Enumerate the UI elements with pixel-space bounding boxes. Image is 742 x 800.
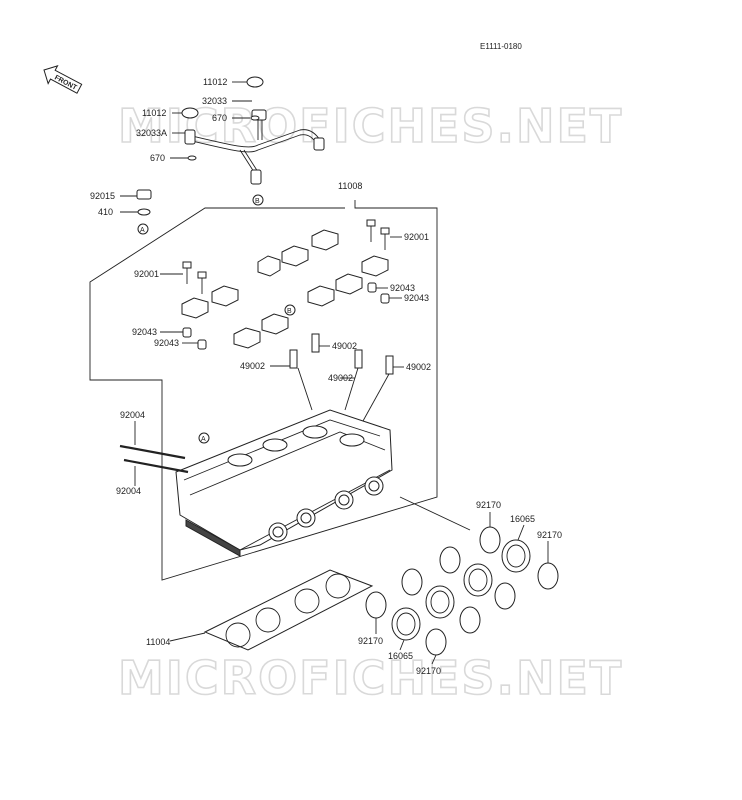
label-92043-r2: 92043: [404, 293, 429, 303]
label-32033a: 32033A: [136, 128, 167, 138]
ref-b-marker-top: [252, 194, 264, 206]
label-92004-bottom: 92004: [116, 486, 141, 496]
dowel-92043-l2: [197, 339, 207, 350]
label-11008: 11008: [338, 181, 362, 191]
label-92015: 92015: [90, 191, 115, 201]
label-16065-top: 16065: [510, 514, 535, 524]
leader-lines: [120, 81, 549, 665]
stud-92004-top: [119, 444, 186, 460]
label-49002-right: 49002: [406, 362, 431, 372]
plugs-49002: [289, 333, 394, 431]
diagram-code: E1111-0180: [480, 42, 522, 51]
bolts-92001: [182, 219, 390, 294]
label-92001-left: 92001: [134, 269, 159, 279]
label-92043-l2: 92043: [154, 338, 179, 348]
assembly-outline: [89, 200, 438, 581]
front-arrow-icon: FRONT: [43, 65, 83, 94]
ref-a-marker-left: [137, 223, 149, 235]
label-410: 410: [98, 207, 113, 217]
ref-a-label-head: A: [201, 436, 206, 443]
watermark-bottom: MICROFICHES.NET: [118, 651, 623, 705]
washer-410: [137, 208, 151, 216]
label-11012-left: 11012: [142, 108, 166, 118]
label-49002-center: 49002: [328, 373, 353, 383]
label-92170-bottom2: 92170: [416, 666, 441, 676]
cap-92015: [136, 189, 152, 200]
ref-a-marker-head: [198, 432, 210, 444]
dowel-92043-l1: [182, 327, 192, 338]
label-16065-bottom: 16065: [388, 651, 413, 661]
label-92170-bottom1: 92170: [358, 636, 383, 646]
ref-b-label-top: B: [255, 198, 260, 205]
cylinder-head: [175, 409, 393, 557]
camshaft-caps: [181, 229, 389, 349]
label-92001-right: 92001: [404, 232, 429, 242]
stud-92004-bottom: [123, 458, 189, 474]
label-92043-l1: 92043: [132, 327, 157, 337]
intake-holders: [365, 526, 559, 656]
label-11012-top: 11012: [203, 77, 227, 87]
label-49002-mid: 49002: [332, 341, 357, 351]
label-92170-right: 92170: [537, 530, 562, 540]
watermark-top: MICROFICHES.NET: [118, 99, 623, 153]
label-49002-left: 49002: [240, 361, 265, 371]
label-92043-r1: 92043: [390, 283, 415, 293]
label-92004-top: 92004: [120, 410, 145, 420]
ref-a-label-left: A: [140, 227, 145, 234]
dowel-92043-r1: [367, 282, 377, 293]
label-32033: 32033: [202, 96, 227, 106]
dowel-92043-r2: [380, 293, 390, 304]
head-gasket-11004: [203, 569, 374, 651]
ref-b-marker-mid: [284, 304, 296, 316]
label-670-top: 670: [212, 113, 227, 123]
ref-b-label-mid: B: [287, 308, 292, 315]
label-92170-top: 92170: [476, 500, 501, 510]
label-11004: 11004: [146, 637, 170, 647]
label-670-left: 670: [150, 153, 165, 163]
